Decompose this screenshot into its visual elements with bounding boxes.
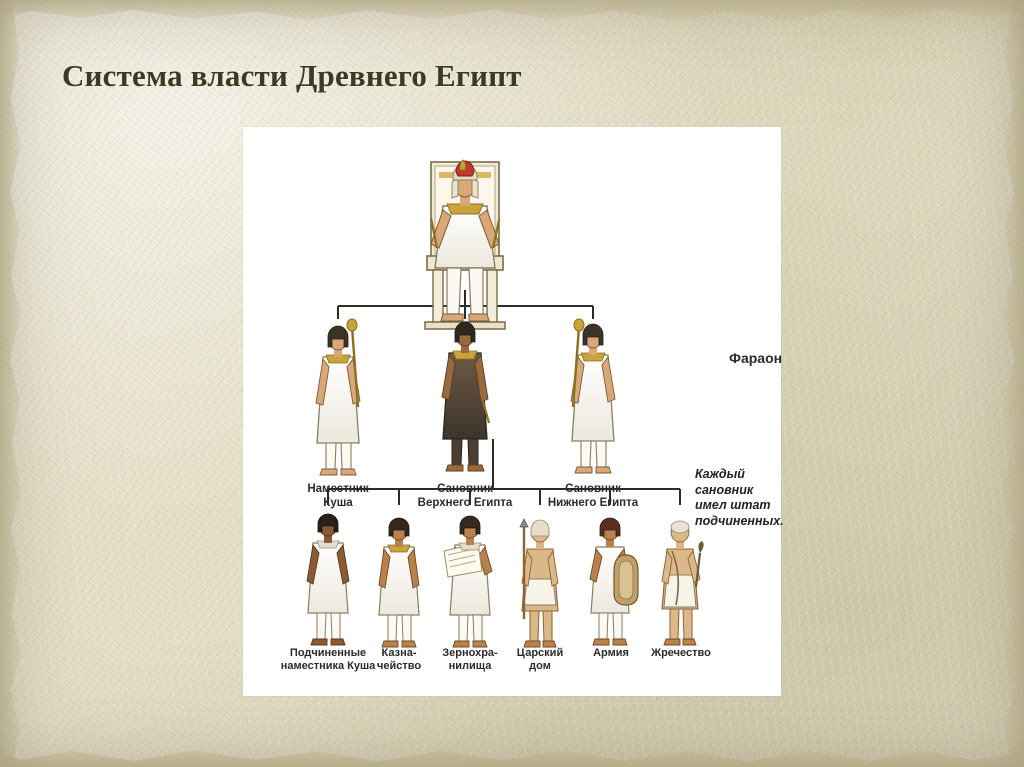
diagram-card: Фараон Каждый сановник имел штат подчине… xyxy=(243,127,784,696)
figure-granaries xyxy=(443,515,493,648)
page-title: Система власти Древнего Египт xyxy=(62,58,522,93)
node-label-army: Армия xyxy=(593,647,629,659)
figure-pharaoh xyxy=(424,159,506,330)
torn-edge-right xyxy=(1002,0,1024,767)
figure-dignitary-upper-egypt xyxy=(441,321,491,472)
figure-priesthood xyxy=(661,520,704,646)
node-label-priesthood: Жречество xyxy=(651,647,711,659)
figure-army xyxy=(589,517,639,646)
figure-royal-house xyxy=(519,518,559,648)
node-label-treasury: Казна- чейство xyxy=(376,647,422,672)
node-label-dignitary-lower-egypt: Сановник Нижнего Египта xyxy=(547,483,639,509)
hierarchy-diagram: Фараон Каждый сановник имел штат подчине… xyxy=(243,127,784,696)
node-label-viceroy-kush: Наместник Куша xyxy=(307,483,369,509)
node-label-subordinates-kush: Подчиненные наместника Куша xyxy=(280,647,376,672)
torn-edge-top xyxy=(0,0,1024,21)
figure-treasury xyxy=(378,517,420,648)
node-label-dignitary-upper-egypt: Сановник Верхнего Египта xyxy=(417,483,513,509)
torn-edge-bottom xyxy=(0,750,1024,767)
diagram-callout: Каждый сановник имел штат подчиненных. xyxy=(695,467,784,528)
node-label-granaries: Зернохра- нилища xyxy=(442,647,498,672)
node-label-pharaoh: Фараон xyxy=(729,350,783,366)
diagram-graphics xyxy=(306,159,704,648)
figure-viceroy-kush xyxy=(315,318,361,476)
figure-subordinates-kush xyxy=(306,513,350,646)
figure-dignitary-lower-egypt xyxy=(570,318,616,474)
connector-lines xyxy=(327,290,681,505)
torn-edge-left xyxy=(0,0,22,767)
node-label-royal-house: Царский дом xyxy=(516,647,564,672)
